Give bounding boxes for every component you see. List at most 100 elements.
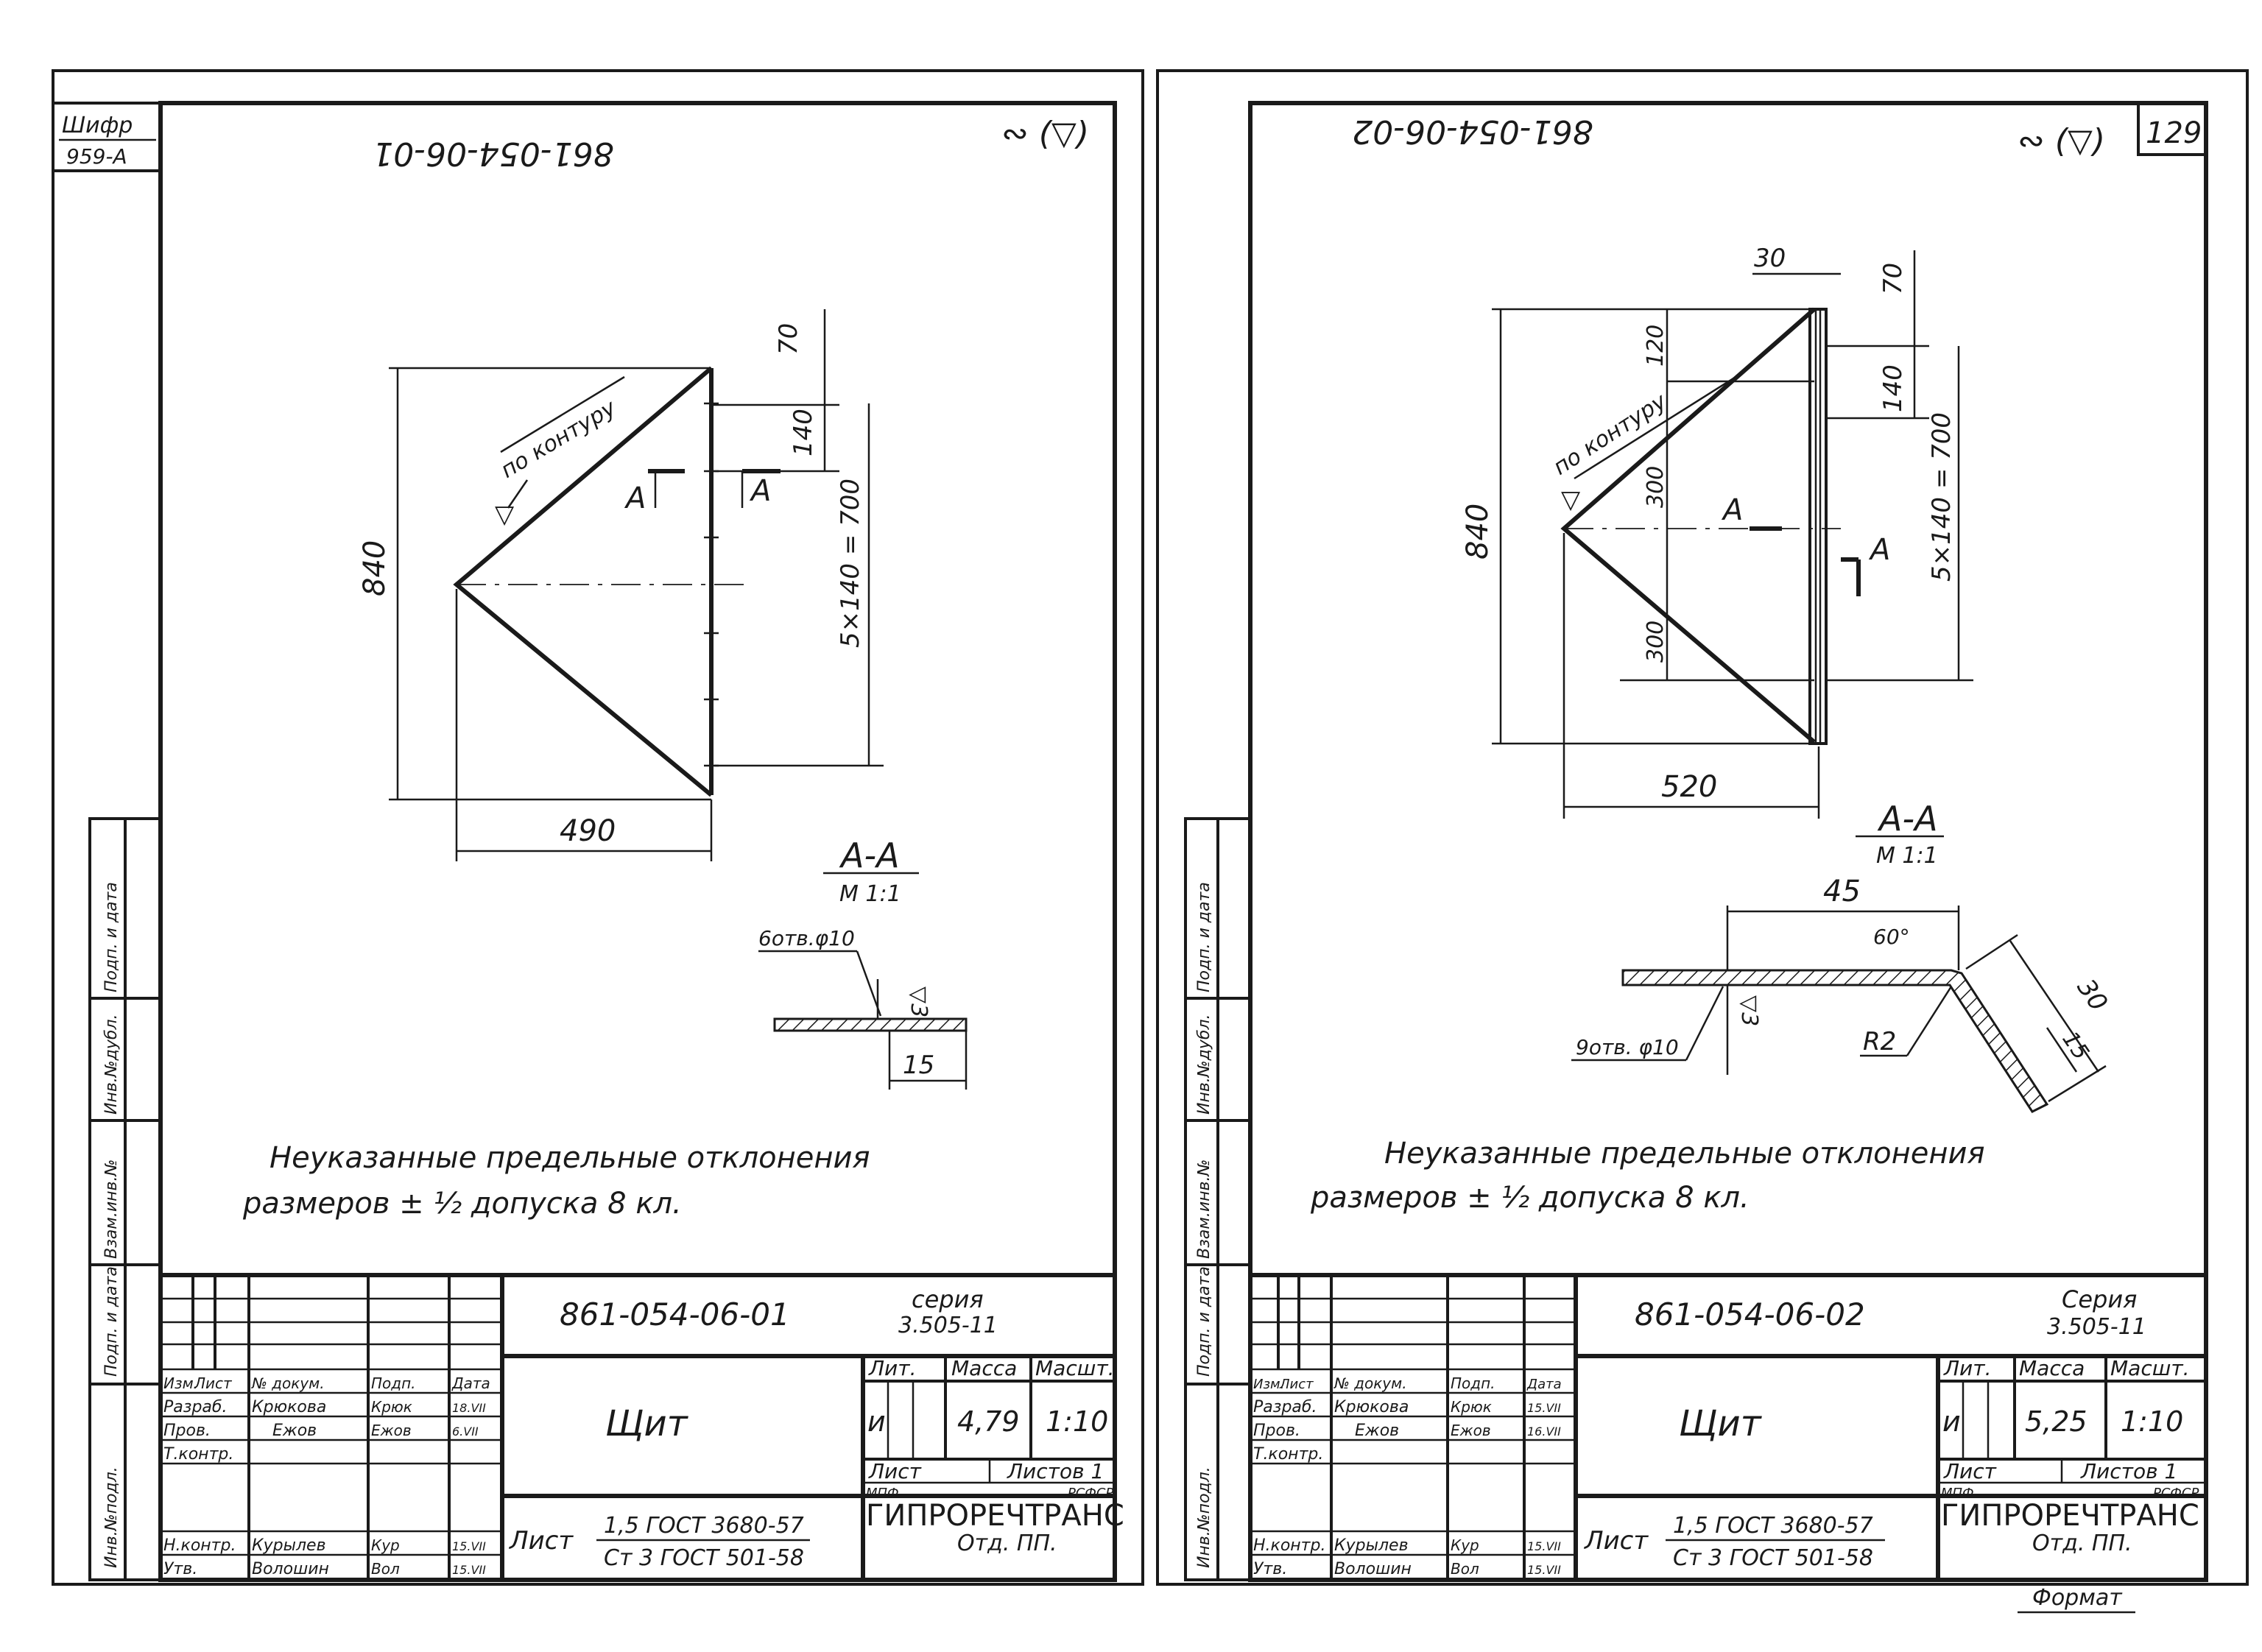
tb-col-change: Изм. (163, 1374, 198, 1392)
cipher-label: Шифр (62, 113, 133, 138)
side-label-sign-date: Подп. и дата (1195, 1266, 1213, 1377)
tolerance-note-line1: Неуказанные предельные отклонения (1384, 1137, 1985, 1171)
tb-sheets-label: Листов 1 (2080, 1459, 2177, 1483)
dim-width: 490 (560, 814, 616, 848)
left-title-block: Изм. Лист № докум. Подп. Дата Разраб. Кр… (158, 1273, 1124, 1582)
side-label-dup-inv: Инв.№дубл. (1195, 1014, 1213, 1115)
side-label-inv-orig: Инв.№подл. (1195, 1466, 1213, 1568)
bent-flange (1808, 308, 1828, 745)
tb-date: 15.VII (452, 1539, 486, 1553)
tb-org-republic: РСФСР (2153, 1486, 2199, 1501)
dim-step-top: 70 (774, 323, 803, 355)
tb-date: 15.VII (1527, 1539, 1561, 1553)
tb-date: 16.VII (1527, 1425, 1561, 1439)
tb-sheet-label: Лист (1943, 1459, 1997, 1483)
section-scale: М 1:1 (1876, 843, 1938, 869)
section-plate (773, 1017, 968, 1032)
tb-head-mass: Масса (2019, 1356, 2085, 1380)
tb-signature: Ежов (1451, 1422, 1491, 1439)
tb-date: 15.VII (452, 1563, 486, 1577)
dim-inner-1: 120 (1643, 325, 1669, 367)
tb-mass-value: 5,25 (2025, 1405, 2087, 1438)
mirrored-code: 861-054-06-01 (373, 135, 614, 172)
tb-drawing-code: 861-054-06-01 (560, 1296, 790, 1332)
dim-step-top: 70 (1878, 263, 1908, 294)
side-label-sign-date: Подп. и дата (102, 1266, 121, 1377)
cut-mark-right: А (749, 474, 771, 508)
tb-col-sign: Подп. (371, 1374, 416, 1392)
hole-note: 9отв. φ10 (1576, 1035, 1679, 1059)
dim-radius: R2 (1863, 1027, 1896, 1056)
tb-signature: Вол (1451, 1560, 1479, 1578)
dim-inner-3: 300 (1643, 621, 1669, 663)
tb-series-value: 3.505-11 (2047, 1314, 2146, 1340)
dim-step: 140 (1878, 364, 1908, 412)
tb-date: 6.VII (452, 1425, 479, 1439)
tb-sheets-label: Листов 1 (1007, 1459, 1104, 1483)
tb-head-scale: Масшт. (2110, 1356, 2190, 1380)
tb-part-name: Щит (605, 1403, 689, 1444)
dim-inner-2: 300 (1643, 466, 1669, 508)
tb-role: Разраб. (163, 1398, 227, 1416)
side-label-replace-inv: Взам.инв.№ (102, 1159, 121, 1259)
tb-format-label: Формат (2032, 1585, 2123, 1611)
triangle-edge (1560, 307, 1816, 744)
dim-flange: 15 (903, 1051, 934, 1080)
tb-name: Волошин (252, 1560, 329, 1578)
dim-total-pitch: 5×140 = 700 (836, 479, 865, 648)
section-roughness: ▽3 (906, 986, 931, 1017)
dim-total-pitch: 5×140 = 700 (1927, 412, 1956, 582)
sheet-number: 129 (2146, 116, 2202, 150)
tb-material-top: 1,5 ГОСТ 3680-57 (1673, 1513, 1873, 1539)
tb-drawing-code: 861-054-06-02 (1635, 1296, 1865, 1332)
roughness-mark: ∾ (▽) (1001, 115, 1089, 152)
side-label-inv-orig: Инв.№подл. (102, 1466, 121, 1568)
tb-role: Утв. (1253, 1560, 1287, 1578)
left-part-view: 840 490 70 140 5×140 = 700 А А п (358, 309, 884, 861)
tb-col-date: Дата (1526, 1377, 1562, 1392)
tb-signature: Вол (371, 1560, 400, 1578)
tb-col-docno: № докум. (251, 1374, 325, 1392)
tb-role: Утв. (163, 1560, 197, 1578)
dim-flange: 30 (2071, 974, 2113, 1017)
tb-head-lit: Лит. (1943, 1356, 1991, 1380)
tb-signature: Ежов (371, 1422, 412, 1439)
tb-col-sheet: Лист (194, 1374, 233, 1392)
section-title: А-А (839, 836, 900, 875)
right-sheet: 129 Инв.№подл. Подп. и дата Взам.инв.№ И… (1184, 101, 2208, 1614)
tolerance-note-line2: размеров ± ½ допуска 8 кл. (242, 1187, 682, 1221)
tb-series-label: серия (912, 1285, 984, 1313)
cut-mark-right: А (1868, 533, 1890, 567)
cipher-value: 959-А (66, 144, 127, 169)
right-sheet-border (1156, 69, 2249, 1586)
tb-col-date: Дата (451, 1374, 490, 1392)
side-label-dup-inv: Инв.№дубл. (102, 1014, 121, 1115)
sheet-number-box (2137, 102, 2208, 156)
section-roughness: ▽3 (1736, 995, 1762, 1026)
tb-material-label: Лист (508, 1526, 574, 1556)
side-label-sign-date-2: Подп. и дата (1195, 882, 1213, 992)
tb-scale-value: 1:10 (1046, 1405, 1108, 1438)
tb-date: 15.VII (1527, 1401, 1561, 1415)
tb-name: Курылев (1334, 1536, 1409, 1555)
tb-col-sheet: Лист (1279, 1377, 1314, 1392)
tb-name: Курылев (252, 1536, 326, 1555)
tb-role: Т.контр. (163, 1445, 233, 1464)
tb-head-scale: Масшт. (1035, 1356, 1115, 1380)
dim-angle: 60° (1873, 925, 1910, 949)
left-section-aa: А-А М 1:1 6отв.φ10 ▽3 15 (758, 836, 968, 1090)
tb-lit-value: и (867, 1405, 886, 1438)
tb-scale-value: 1:10 (2121, 1405, 2183, 1438)
contour-roughness-mark: ▽ (495, 500, 515, 529)
dim-step: 140 (789, 409, 818, 456)
tb-org-republic: РСФСР (1068, 1486, 1113, 1501)
tolerance-note-line2: размеров ± ½ допуска 8 кл. (1310, 1181, 1750, 1215)
tb-part-name: Щит (1679, 1403, 1763, 1444)
tb-org-dept: Отд. ПП. (957, 1531, 1057, 1556)
roughness-mark: ∾ (▽) (2018, 122, 2105, 160)
tb-org-ministry: МПФ (866, 1486, 899, 1501)
dim-top-offset: 30 (1754, 244, 1786, 273)
dim-height: 840 (1461, 504, 1495, 560)
cipher-box (52, 102, 162, 172)
tb-signature: Кур (371, 1536, 400, 1554)
